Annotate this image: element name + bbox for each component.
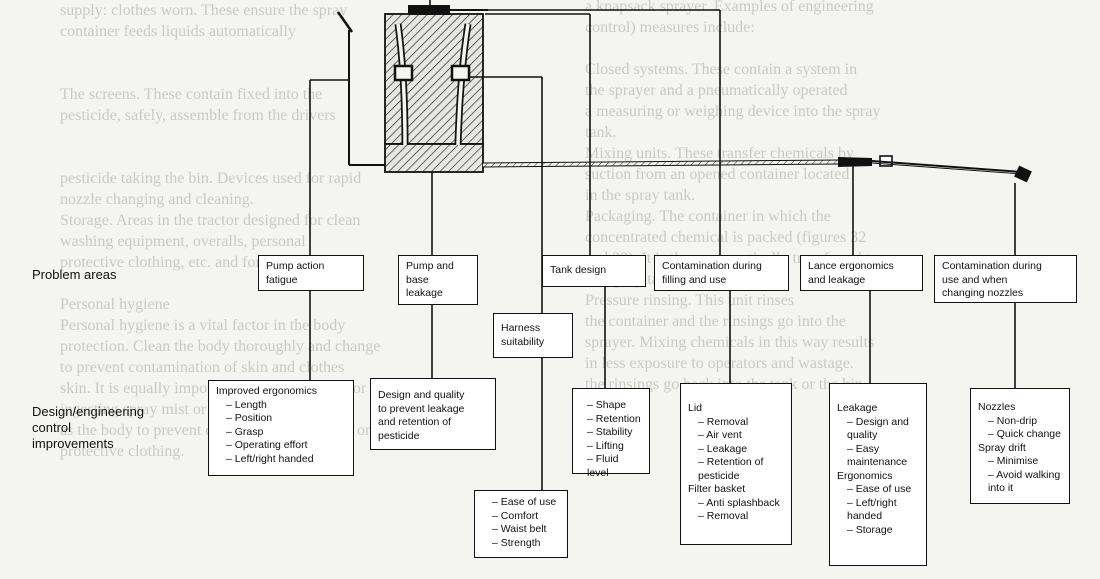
problem-pump-action-fatigue: Pump action fatigue (258, 255, 364, 291)
pump-lever-icon (336, 11, 385, 166)
improvement-nozzles: Nozzles Non-drip Quick change Spray drif… (970, 388, 1070, 504)
knapsack-tank-icon (384, 5, 488, 173)
improvement-harness: Ease of use Comfort Waist belt Strength (474, 490, 568, 558)
problem-tank-design: Tank design (542, 255, 646, 287)
improvement-ergonomics: Improved ergonomics Length Position Gras… (208, 380, 354, 476)
spray-lance-icon (482, 155, 1032, 183)
problem-contamination-nozzles: Contamination during use and when changi… (934, 255, 1077, 303)
improvement-filling: Lid Removal Air vent Leakage Retention o… (680, 383, 792, 545)
design-improvements-label: Design/engineering control improvements (32, 404, 145, 451)
connector-lines (309, 0, 1016, 490)
problem-harness-suitability: Harness suitability (493, 313, 573, 358)
improvement-lance: Leakage Design and quality Easy maintena… (829, 383, 927, 566)
improvement-tank: Shape Retention Stability Lifting Fluid … (572, 388, 650, 479)
problem-areas-label: Problem areas (32, 267, 117, 282)
problem-pump-base-leakage: Pump and base leakage (398, 255, 478, 305)
problem-contamination-filling: Contamination during filling and use (654, 255, 789, 291)
improvement-design-quality: Design and quality to prevent leakage an… (370, 378, 496, 450)
problem-lance-ergonomics: Lance ergonomics and leakage (800, 255, 923, 291)
